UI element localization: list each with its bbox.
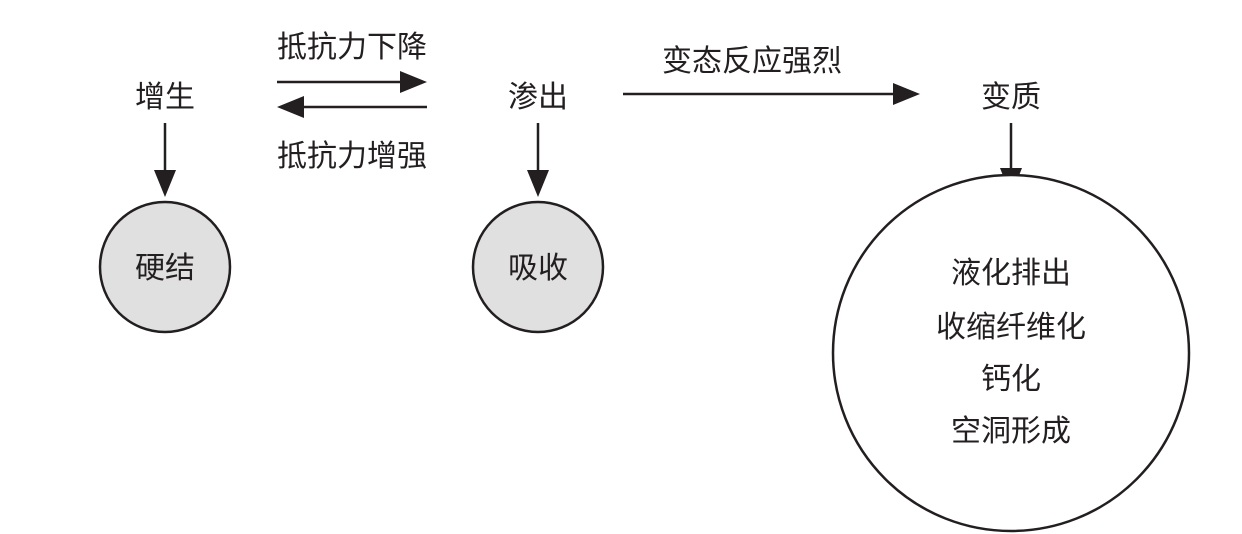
circle-absorption: 吸收	[471, 200, 605, 334]
node-hyperplasia: 增生	[135, 80, 195, 115]
outcome-fibrosis: 收缩纤维化	[936, 310, 1086, 345]
circle-outcomes: 液化排出 收缩纤维化 钙化 空洞形成	[831, 173, 1191, 533]
edge-label-resistance-decrease: 抵抗力下降	[277, 30, 427, 65]
arrow-right-decrease	[277, 71, 427, 93]
node-degeneration: 变质	[981, 80, 1041, 115]
edge-label-resistance-increase: 抵抗力增强	[277, 139, 427, 174]
label-absorption: 吸收	[508, 251, 568, 286]
arrow-right-strong-reaction	[623, 83, 920, 105]
arrow-down-exudation	[527, 123, 549, 197]
arrow-left-increase	[277, 96, 427, 118]
outcome-cavity: 空洞形成	[951, 414, 1071, 449]
node-exudation: 渗出	[508, 80, 568, 115]
circle-induration: 硬结	[98, 200, 232, 334]
arrow-down-hyperplasia	[154, 123, 176, 197]
outcome-liquefaction: 液化排出	[951, 256, 1071, 291]
outcome-calcification: 钙化	[981, 362, 1041, 397]
label-induration: 硬结	[135, 251, 195, 286]
edge-label-strong-reaction: 变态反应强烈	[662, 44, 842, 79]
